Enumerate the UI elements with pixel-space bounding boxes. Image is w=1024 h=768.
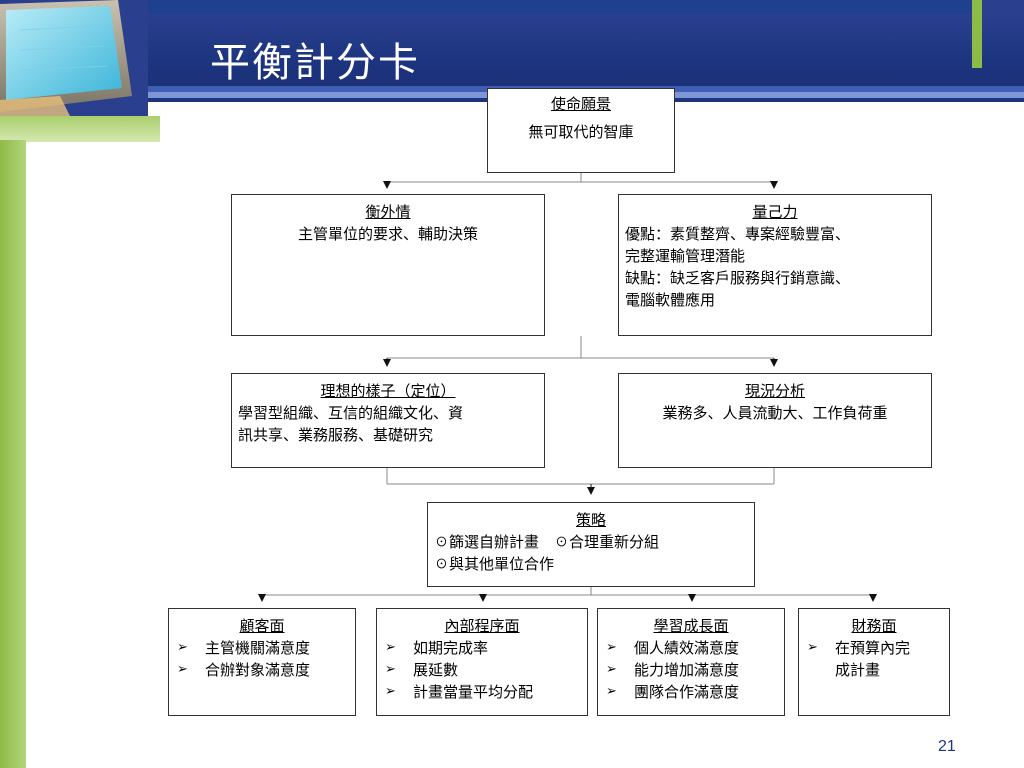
accent-bar — [982, 0, 1024, 14]
arrow-bullet-icon: ➢ — [606, 662, 617, 677]
list-item: ➢能力增加滿意度 — [606, 661, 740, 679]
list-item: ➢個人績效滿意度 — [606, 639, 740, 657]
arrow-bullet-icon: ➢ — [807, 640, 818, 655]
arrow-bullet-icon: ➢ — [385, 684, 396, 699]
list-item: ➢團隊合作滿意度 — [606, 683, 740, 701]
arrow-bullet-icon: ➢ — [385, 640, 396, 655]
top-strip — [0, 0, 1024, 14]
accent-bar — [972, 0, 982, 68]
customer-heading: 顧客面 — [239, 617, 285, 635]
current-heading: 現況分析 — [744, 382, 805, 400]
arrow-bullet-icon: ➢ — [177, 640, 188, 655]
strategy-box: 策略 ☉篩選自辦計畫 ☉合理重新分組 ☉與其他單位合作 — [427, 502, 755, 587]
mission-text: 無可取代的智庫 — [528, 123, 634, 141]
current-text: 業務多、人員流動大、工作負荷重 — [662, 404, 888, 422]
ideal-box: 理想的樣子（定位） 學習型組織、互信的組織文化、資 訊共享、業務服務、基礎研究 — [231, 373, 545, 468]
arrow-bullet-icon: ➢ — [606, 640, 617, 655]
page-number: 21 — [938, 738, 956, 755]
arrow-bullet-icon: ➢ — [177, 662, 188, 677]
learning-growth-box: 學習成長面 ➢個人績效滿意度 ➢能力增加滿意度 ➢團隊合作滿意度 — [597, 608, 785, 716]
strategy-line: ☉篩選自辦計畫 ☉合理重新分組 — [434, 533, 660, 551]
title-band — [148, 14, 1024, 92]
ideal-line: 訊共享、業務服務、基礎研究 — [238, 426, 434, 444]
self-line: 完整運輸管理潛能 — [625, 247, 746, 265]
internal-process-box: 內部程序面 ➢如期完成率 ➢展延數 ➢計畫當量平均分配 — [376, 608, 588, 716]
customer-box: 顧客面 ➢主管機關滿意度 ➢合辦對象滿意度 — [168, 608, 356, 716]
monitor-icon — [0, 0, 148, 116]
list-item: ➢主管機關滿意度 — [177, 639, 311, 657]
external-box: 衡外情 主管單位的要求、輔助決策 — [231, 194, 545, 336]
list-item: ➢如期完成率 — [385, 639, 489, 657]
list-item: ➢展延數 — [385, 661, 459, 679]
list-item: ➢合辦對象滿意度 — [177, 661, 311, 679]
self-line: 電腦軟體應用 — [625, 291, 716, 309]
list-item: ➢計畫當量平均分配 — [385, 683, 534, 701]
current-box: 現況分析 業務多、人員流動大、工作負荷重 — [618, 373, 932, 468]
internal-process-heading: 內部程序面 — [444, 617, 520, 635]
learning-growth-heading: 學習成長面 — [653, 617, 729, 635]
self-box: 量己力 優點：素質整齊、專案經驗豐富、 完整運輸管理潛能 缺點：缺乏客戶服務與行… — [618, 194, 932, 336]
self-line: 優點：素質整齊、專案經驗豐富、 — [625, 225, 851, 243]
arrow-bullet-icon: ➢ — [606, 684, 617, 699]
ideal-line: 學習型組織、互信的組織文化、資 — [238, 404, 464, 422]
mission-box: 使命願景 無可取代的智庫 — [487, 88, 675, 173]
ideal-heading: 理想的樣子（定位） — [320, 382, 456, 400]
strategy-line: ☉與其他單位合作 — [434, 555, 555, 573]
financial-heading: 財務面 — [851, 617, 897, 635]
list-item: ➢在預算內完 — [807, 639, 911, 657]
list-item: 成計畫 — [835, 661, 881, 679]
self-heading: 量己力 — [752, 203, 798, 221]
self-line: 缺點：缺乏客戶服務與行銷意識、 — [625, 269, 851, 287]
page-title: 平衡計分卡 — [210, 40, 420, 86]
external-heading: 衡外情 — [365, 203, 411, 221]
mission-heading: 使命願景 — [550, 95, 611, 113]
accent-bar — [0, 116, 160, 142]
accent-bar — [0, 140, 26, 768]
arrow-bullet-icon: ➢ — [385, 662, 396, 677]
external-text: 主管單位的要求、輔助決策 — [297, 225, 478, 243]
financial-box: 財務面 ➢在預算內完 成計畫 — [798, 608, 950, 716]
strategy-heading: 策略 — [575, 511, 606, 529]
